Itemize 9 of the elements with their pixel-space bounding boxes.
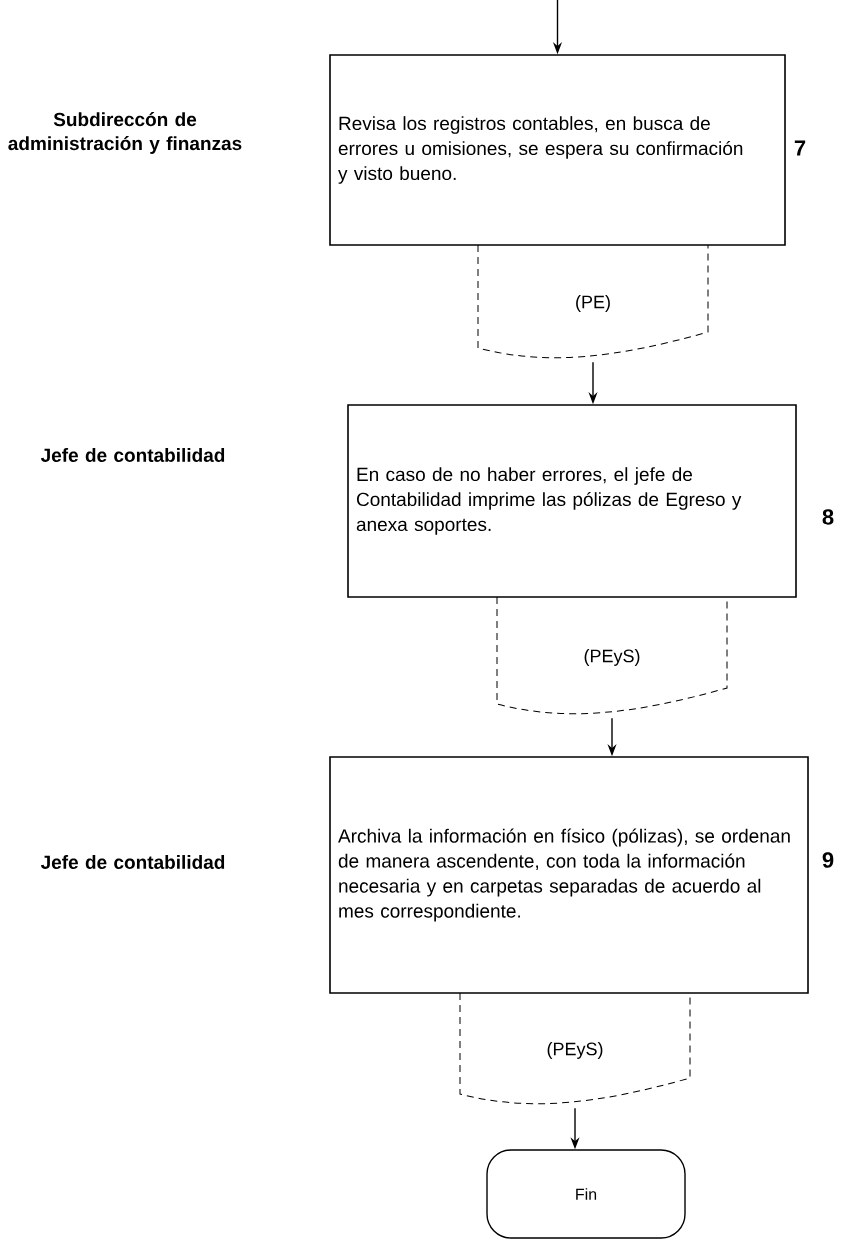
process-box: Archiva la información en físico (pólizas), se ordenan de manera ascendente, con toda la información necesaria y en carpetas separadas de acuerdo al mes correspondiente.: [329, 756, 809, 994]
role-label: Jefe de contabilidad: [40, 448, 225, 462]
role-label: Subdireccón de administración y finanzas: [8, 112, 242, 154]
process-box: En caso de no haber errores, el jefe de Contabilidad imprime las pólizas de Egreso y anexa soportes.: [347, 404, 797, 598]
process-box: Revisa los registros contables, en busca de errores u omisiones, se espera su confirmación y visto bueno.: [329, 54, 786, 246]
role-label: Jefe de contabilidad: [40, 855, 225, 869]
step-number: 7: [794, 140, 806, 156]
step-number: 9: [822, 852, 834, 868]
step-number: 8: [822, 509, 834, 525]
